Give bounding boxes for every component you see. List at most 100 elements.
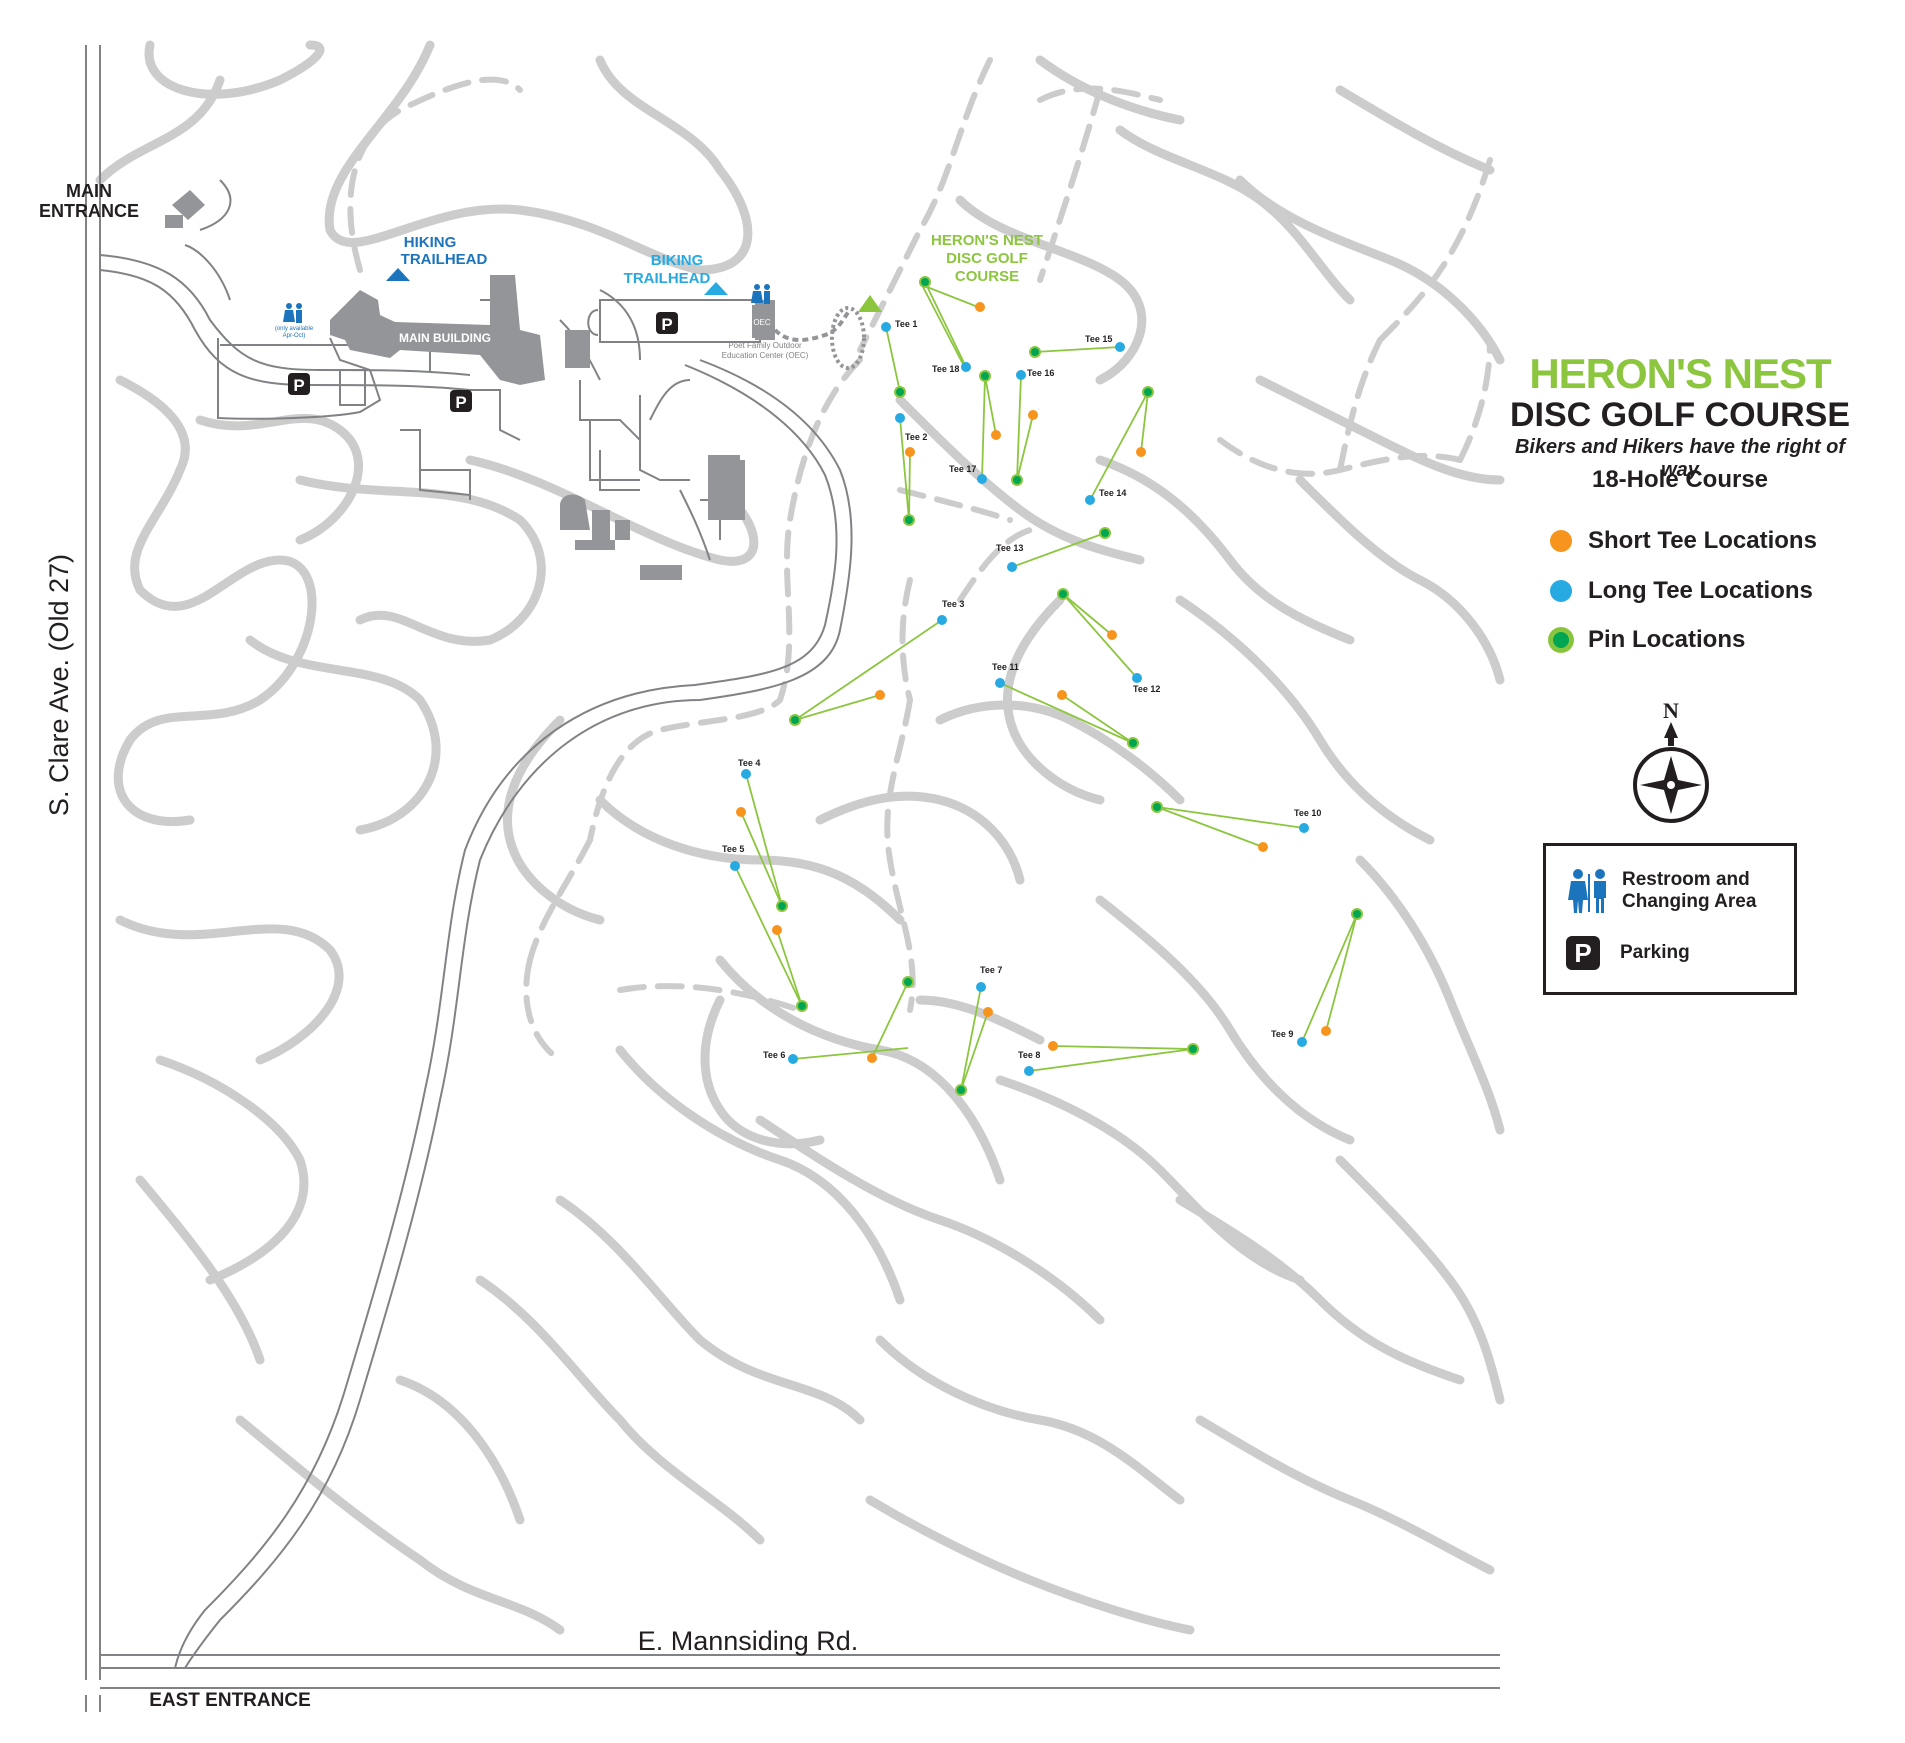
pin-marker xyxy=(776,900,788,912)
pin-marker xyxy=(919,276,931,288)
hole-flight-lines xyxy=(734,281,1358,1091)
long-tee-marker xyxy=(1115,342,1125,352)
svg-text:P: P xyxy=(293,376,304,395)
restroom-note-line2: Apr-Oct) xyxy=(283,333,306,339)
roads xyxy=(85,45,1500,1712)
pin-marker xyxy=(1151,801,1163,813)
parking-lot-outlines xyxy=(217,299,761,420)
hiking-trailhead-icon xyxy=(386,268,410,281)
long-tee-marker xyxy=(1297,1037,1307,1047)
buildings xyxy=(165,190,775,580)
parking-key: P Parking xyxy=(1566,936,1690,970)
pin-marker xyxy=(1127,737,1139,749)
restroom-key-line1: Restroom and xyxy=(1622,869,1750,890)
oec-full-label-line2: Education Center (OEC) xyxy=(722,351,809,360)
short-tee-marker xyxy=(1321,1026,1331,1036)
disc-golf-start-icon xyxy=(858,295,882,312)
long-tee-marker xyxy=(1024,1066,1034,1076)
trail-network xyxy=(95,40,1505,1635)
long-tee-marker xyxy=(995,678,1005,688)
tee-label: Tee 4 xyxy=(738,758,760,768)
pin-marker xyxy=(789,714,801,726)
main-entrance-label-line2: ENTRANCE xyxy=(39,201,139,221)
restroom-key: Restroom and Changing Area xyxy=(1566,868,1756,914)
tee-label: Tee 10 xyxy=(1294,808,1321,818)
long-tee-marker xyxy=(1299,823,1309,833)
short-tee-marker xyxy=(975,302,985,312)
legend-item-pin: Pin Locations xyxy=(1550,625,1745,655)
hiking-trailhead-label-line1: HIKING xyxy=(404,234,457,251)
compass-north-label: N xyxy=(1663,698,1679,723)
short-tee-marker xyxy=(772,925,782,935)
pin-marker xyxy=(903,514,915,526)
tee-label: Tee 17 xyxy=(949,464,976,474)
pin-swatch xyxy=(1550,629,1572,651)
short-tee-marker xyxy=(991,430,1001,440)
legend-item-short-tee: Short Tee Locations xyxy=(1550,526,1817,556)
long-tee-marker xyxy=(937,615,947,625)
pin-marker xyxy=(902,976,914,988)
short-tee-swatch xyxy=(1550,530,1572,552)
pin-marker xyxy=(1099,527,1111,539)
long-tee-marker xyxy=(1132,673,1142,683)
pin-marker xyxy=(1029,346,1041,358)
restroom-note-line1: (only available xyxy=(275,326,314,332)
tee-label: Tee 9 xyxy=(1271,1029,1293,1039)
short-tee-marker xyxy=(1136,447,1146,457)
tee-label: Tee 8 xyxy=(1018,1050,1040,1060)
course-label-line2: DISC GOLF xyxy=(946,250,1028,267)
tee-label: Tee 1 xyxy=(895,319,917,329)
legend-item-label: Short Tee Locations xyxy=(1588,527,1817,554)
short-tee-marker xyxy=(1107,630,1117,640)
short-tee-marker xyxy=(983,1007,993,1017)
long-tee-marker xyxy=(895,413,905,423)
oec-building xyxy=(752,305,772,338)
tee-label: Tee 13 xyxy=(996,543,1023,553)
restroom-key-line2: Changing Area xyxy=(1622,891,1757,912)
tee-label: Tee 16 xyxy=(1027,368,1054,378)
south-road-label: E. Mannsiding Rd. xyxy=(638,1626,859,1656)
long-tee-marker xyxy=(730,861,740,871)
legend-hole-count: 18-Hole Course xyxy=(1591,466,1769,493)
pin-marker xyxy=(1142,386,1154,398)
short-tee-marker xyxy=(736,807,746,817)
tee-label: Tee 12 xyxy=(1133,684,1160,694)
symbol-key: Restroom and Changing Area P Parking xyxy=(1543,843,1797,995)
pin-marker xyxy=(894,386,906,398)
restroom-icon xyxy=(283,284,770,323)
svg-text:P: P xyxy=(455,393,466,412)
course-label-line1: HERON'S NEST xyxy=(931,232,1043,249)
legend-title-line2: DISC GOLF COURSE xyxy=(1509,396,1851,434)
oec-path xyxy=(773,308,852,342)
long-tee-marker xyxy=(961,362,971,372)
pin-marker xyxy=(1011,474,1023,486)
tee-label: Tee 18 xyxy=(932,364,959,374)
short-tee-marker xyxy=(1057,690,1067,700)
legend-item-label: Long Tee Locations xyxy=(1588,577,1813,604)
long-tee-marker xyxy=(1016,370,1026,380)
west-road-label: S. Clare Ave. (Old 27) xyxy=(44,554,74,816)
legend-title-line1: HERON'S NEST xyxy=(1529,350,1831,397)
pin-marker xyxy=(1057,588,1069,600)
pin-marker xyxy=(1351,908,1363,920)
long-tee-swatch xyxy=(1550,580,1572,602)
pin-marker xyxy=(979,370,991,382)
tee-label: Tee 7 xyxy=(980,965,1002,975)
tee-label: Tee 3 xyxy=(942,599,964,609)
legend-item-label: Pin Locations xyxy=(1588,626,1746,653)
legend-subtitle: Bikers and Hikers have the right of way xyxy=(1514,436,1846,481)
long-tee-marker xyxy=(881,322,891,332)
hiking-trailhead-label-line2: TRAILHEAD xyxy=(401,251,488,268)
parking-key-label: Parking xyxy=(1620,942,1690,963)
svg-text:P: P xyxy=(661,315,672,334)
short-tee-marker xyxy=(1028,410,1038,420)
short-tee-marker xyxy=(875,690,885,700)
biking-trailhead-label-line2: TRAILHEAD xyxy=(624,270,711,287)
oec-full-label-line1: Poet Family Outdoor xyxy=(728,341,802,350)
tee-label: Tee 6 xyxy=(763,1050,785,1060)
pin-marker xyxy=(1187,1043,1199,1055)
tee-label: Tee 2 xyxy=(905,432,927,442)
long-tee-marker xyxy=(976,982,986,992)
